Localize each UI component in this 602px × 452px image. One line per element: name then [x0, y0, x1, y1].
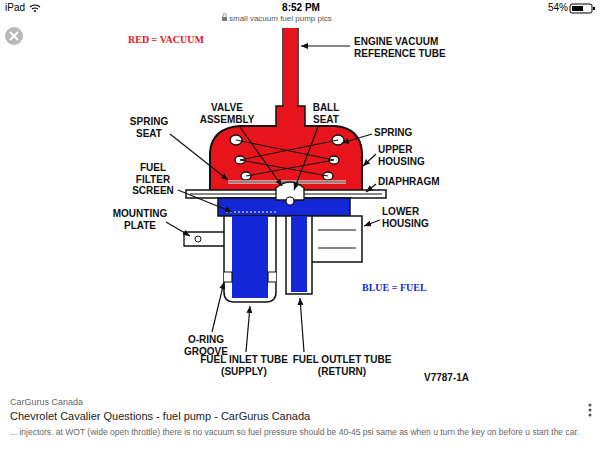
part-label: FUEL INLET TUBE (SUPPLY): [196, 354, 292, 377]
part-label: ENGINE VACUUM REFERENCE TUBE: [354, 36, 484, 59]
part-label: VALVE ASSEMBLY: [196, 102, 258, 125]
part-label: BALL SEAT: [304, 102, 348, 125]
status-time: 8:52 PM: [261, 2, 341, 14]
part-label: SPRING SEAT: [124, 116, 174, 139]
part-label: O-RING GROOVE: [176, 334, 236, 357]
search-query: small vacuum fuel pump pics: [229, 14, 399, 23]
status-device: iPad: [5, 2, 35, 14]
more-icon: [589, 404, 592, 417]
result-snippet: ... injectors. at WOT (wide open throttl…: [10, 428, 585, 438]
part-label: SPRING: [374, 127, 434, 139]
part-label: DIAPHRAGM: [378, 176, 458, 188]
source-name: CarGurus Canada: [10, 397, 210, 407]
figure-number: V7787-1A: [424, 372, 504, 384]
regulator-drawing: [184, 28, 386, 302]
legend-text: BLUE = FUEL: [362, 282, 452, 294]
leader-lines: [166, 46, 380, 352]
part-label: FUEL FILTER SCREEN: [126, 162, 180, 197]
part-label: UPPER HOUSING: [378, 144, 448, 167]
part-label: LOWER HOUSING: [382, 206, 448, 229]
part-label: FUEL OUTLET TUBE (RETURN): [292, 354, 392, 377]
close-button: [5, 27, 23, 45]
legend-text: RED = VACUUM: [128, 34, 228, 46]
part-label: MOUNTING PLATE: [108, 208, 172, 231]
status-battery: 54%: [536, 2, 568, 14]
result-title: Chevrolet Cavalier Questions - fuel pump…: [10, 410, 570, 423]
